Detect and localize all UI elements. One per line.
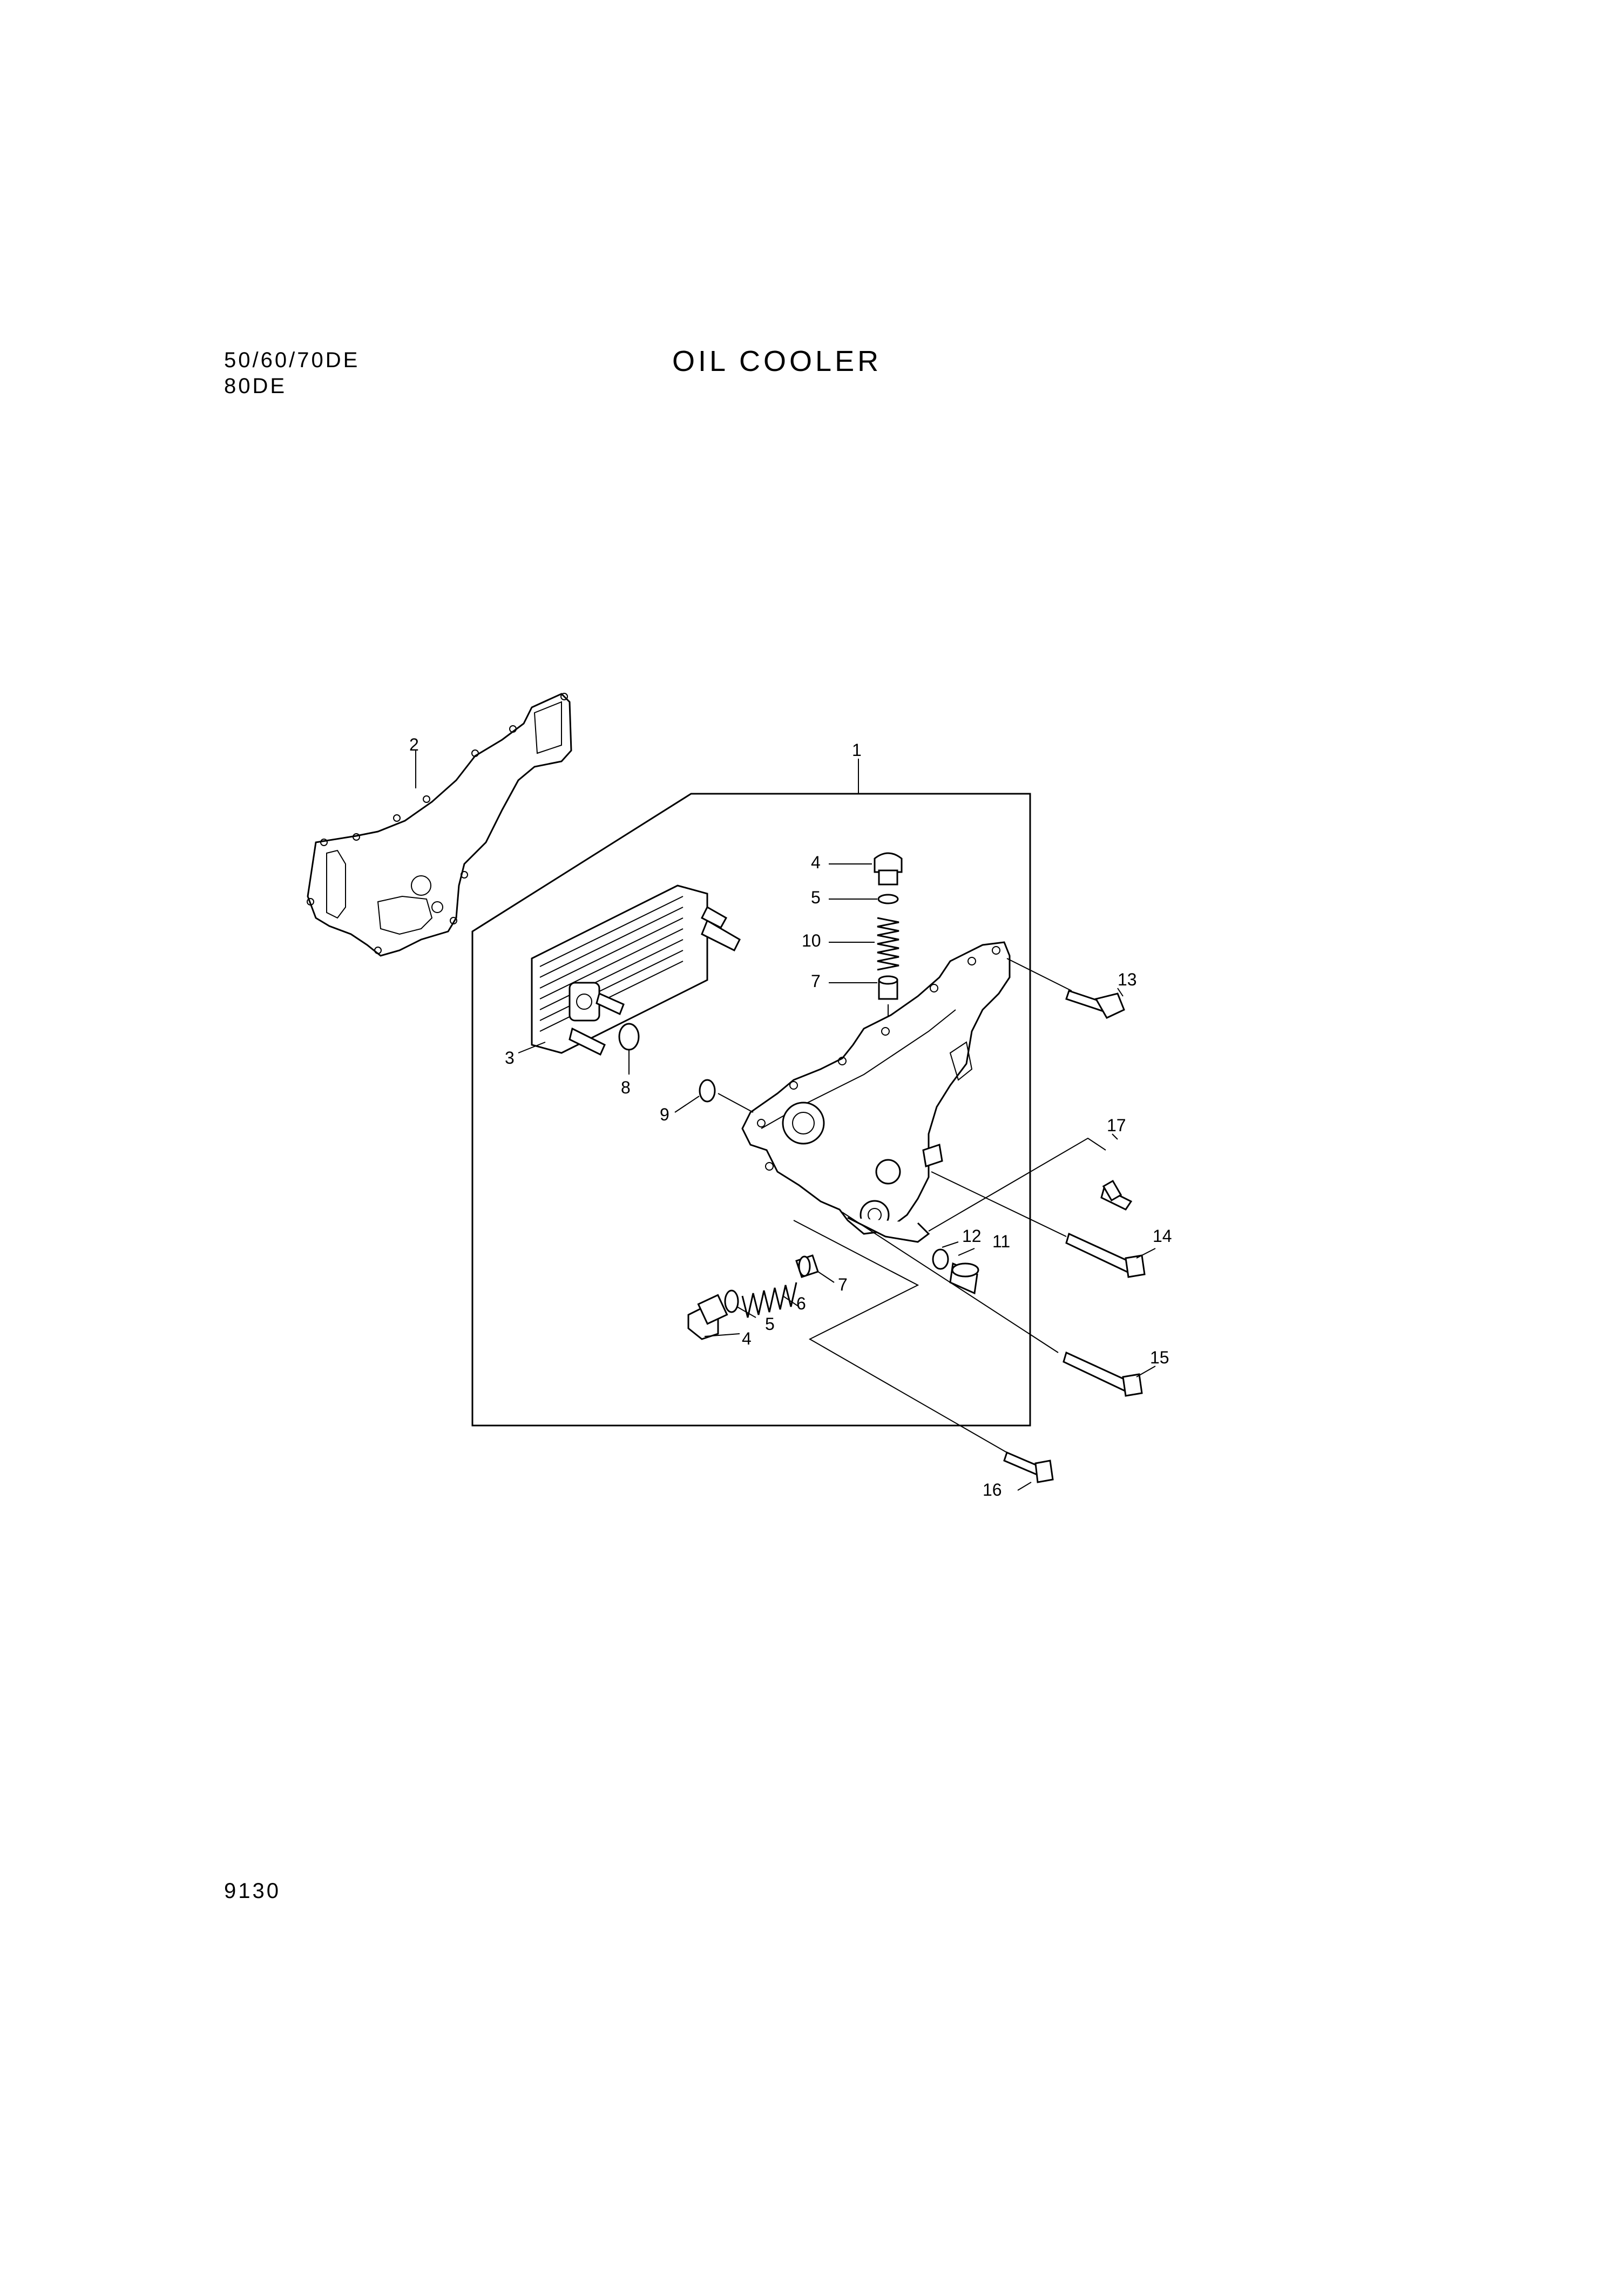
oil-cooler-housing-part xyxy=(741,941,1011,1243)
bolt-14-part xyxy=(1065,1232,1146,1278)
callout-label-17: 17 xyxy=(1107,1116,1126,1135)
o-ring-12-part xyxy=(932,1248,949,1270)
model-list-line-2: 80DE xyxy=(224,374,287,398)
upper-valve-stack xyxy=(874,852,903,1237)
callout-label-2: 2 xyxy=(409,735,419,754)
leader-lines xyxy=(415,751,1156,1491)
callout-label-15: 15 xyxy=(1150,1348,1169,1367)
callout-label-8: 8 xyxy=(621,1078,631,1097)
lower-valve-stack xyxy=(687,1254,819,1340)
assembly-boundary xyxy=(471,793,1031,1427)
callout-label-11: 11 xyxy=(992,1232,1010,1251)
callout-label-10: 10 xyxy=(802,931,821,950)
callout-labels: 1 2 3 4 5 10 7 8 9 13 17 12 11 14 6 7 5 … xyxy=(409,735,1172,1499)
plug-11-part xyxy=(949,1262,979,1295)
callout-label-9: 9 xyxy=(660,1105,669,1124)
page-number: 9130 xyxy=(224,1879,281,1903)
gasket-part xyxy=(307,693,572,957)
pressure-sender-17-part xyxy=(1100,1179,1133,1211)
callout-label-7-lower: 7 xyxy=(838,1275,848,1294)
page-title: OIL COOLER xyxy=(672,345,882,377)
callout-label-5-lower: 5 xyxy=(765,1314,775,1334)
bolt-13-part xyxy=(1065,990,1125,1019)
o-ring-8-part xyxy=(618,1023,640,1051)
callout-label-6: 6 xyxy=(796,1294,806,1313)
callout-label-4-lower: 4 xyxy=(742,1329,752,1348)
callout-label-14: 14 xyxy=(1153,1226,1172,1246)
callout-label-12: 12 xyxy=(962,1226,982,1246)
bolt-15-part xyxy=(1063,1351,1143,1397)
o-ring-9-part xyxy=(699,1079,716,1103)
callout-label-4-upper: 4 xyxy=(811,853,821,872)
bolt-16-part xyxy=(1003,1451,1054,1483)
callout-label-13: 13 xyxy=(1118,970,1137,989)
callout-label-5-upper: 5 xyxy=(811,888,821,907)
model-list-line-1: 50/60/70DE xyxy=(224,348,360,372)
oil-cooler-core-part xyxy=(531,884,741,1056)
callout-label-1: 1 xyxy=(852,740,862,760)
callout-label-16: 16 xyxy=(983,1480,1002,1499)
callout-label-7-upper: 7 xyxy=(811,971,821,991)
callout-label-3: 3 xyxy=(505,1048,515,1068)
